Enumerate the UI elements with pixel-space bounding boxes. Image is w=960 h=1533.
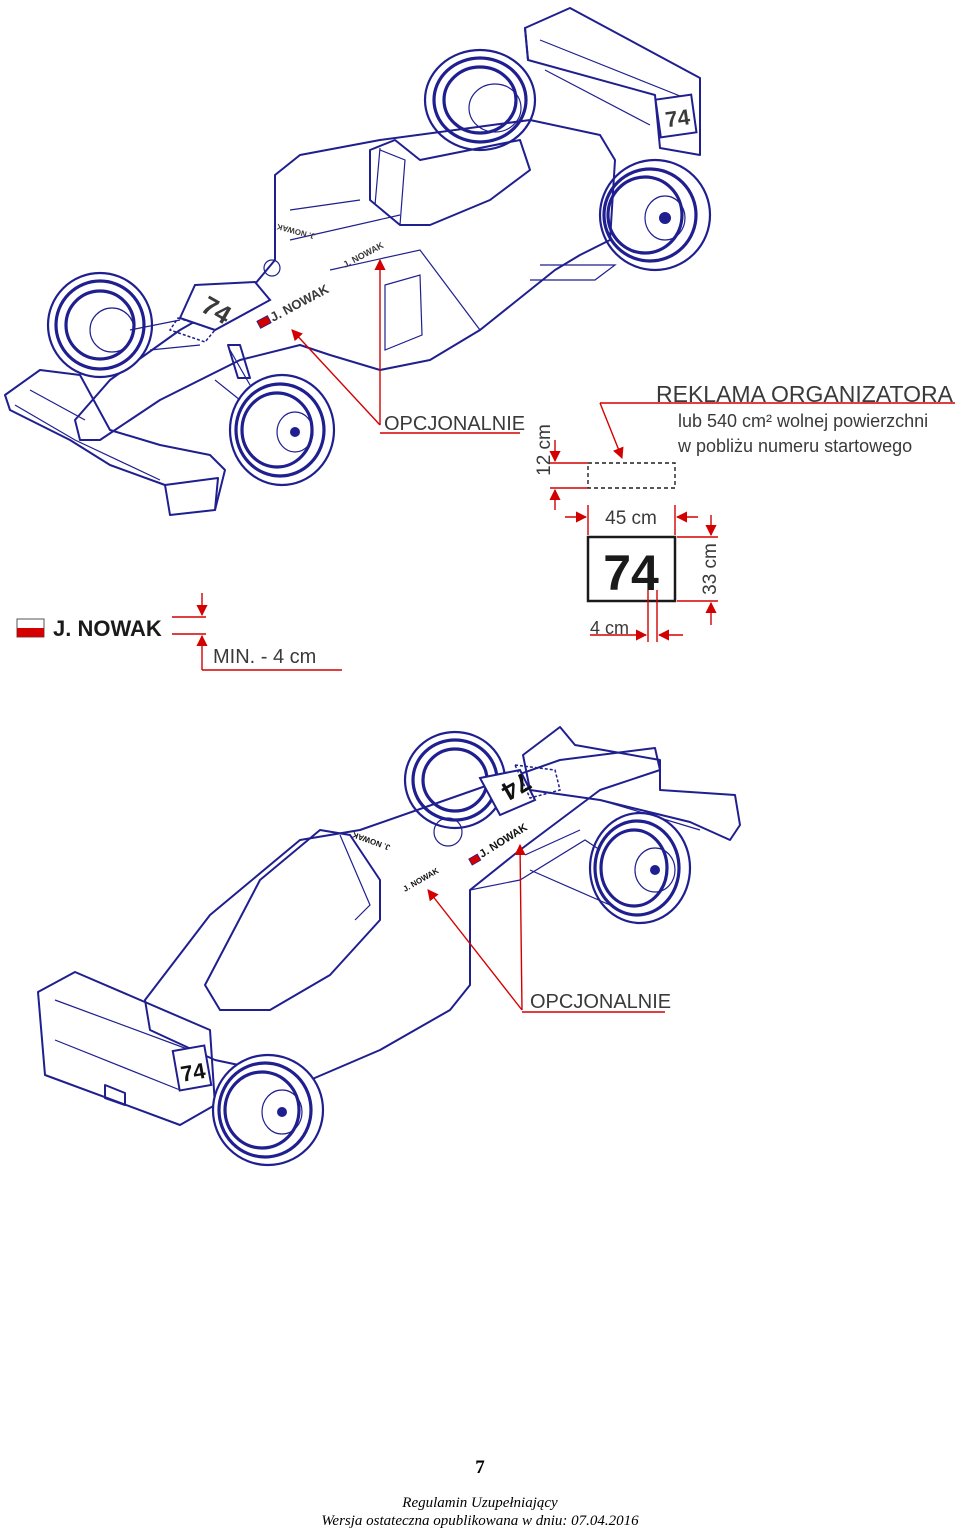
front-wing-top <box>4 369 226 516</box>
footer-version: Wersja ostateczna opublikowana w dniu: 0… <box>321 1513 639 1529</box>
number-box-value: 74 <box>603 545 659 601</box>
number-box <box>586 535 677 603</box>
rear-wing-top: 74 <box>524 7 701 156</box>
car-top-view: 74 74 <box>4 7 712 516</box>
car-body-top: 74 J. NOWAK J. NOWAK J. NOWAK <box>74 119 617 441</box>
name-sample: J. NOWAK MIN. - 4 cm <box>16 593 342 671</box>
cockpit-name-bottom: J. NOWAK <box>402 866 441 894</box>
name-min-height: MIN. - 4 cm <box>213 646 316 668</box>
side-name-bottom: J. NOWAK <box>477 822 530 861</box>
page-number: 7 <box>475 1457 485 1478</box>
rear-wing-number-bottom: 74 <box>179 1058 208 1087</box>
rear-tire-bottom <box>211 1053 325 1167</box>
cockpit-name-top: J. NOWAK <box>341 240 385 270</box>
organizer-ad-title: REKLAMA ORGANIZATORA <box>656 381 954 407</box>
poland-flag-red <box>17 628 44 637</box>
optional-label-top: OPCJONALNIE <box>384 413 525 435</box>
front-tire-bottom <box>588 811 692 925</box>
dim-33cm: 33 cm <box>700 543 721 595</box>
rear-wing-bottom: 74 <box>37 971 216 1126</box>
dim-12cm: 12 cm <box>534 424 555 476</box>
organizer-ad-block: REKLAMA ORGANIZATORA lub 540 cm² wolnej … <box>656 381 954 456</box>
cockpit-name-bottom-2: J. NOWAK <box>351 830 391 852</box>
annotations-bottom <box>427 843 665 1013</box>
front-left-tire-top <box>46 271 154 379</box>
dim-45cm: 45 cm <box>605 508 657 529</box>
organizer-ad-line1: lub 540 cm² wolnej powierzchni <box>678 411 928 431</box>
optional-label-bottom: OPCJONALNIE <box>530 991 671 1013</box>
footer-title: Regulamin Uzupełniający <box>402 1495 558 1511</box>
ad-placeholder <box>587 462 676 489</box>
car-bottom-view: 74 J. NOWAK J. NOWAK J. NOWAK 74 <box>37 726 741 1167</box>
organizer-ad-line2: w pobliżu numeru startowego <box>677 436 912 456</box>
rear-left-tire-top <box>423 48 537 152</box>
number-dimension-diagram: 12 cm 74 45 cm 33 cm 4 cm <box>534 424 721 642</box>
rear-right-tire-top <box>598 158 712 272</box>
dim-4cm: 4 cm <box>590 618 629 638</box>
annotations-top <box>291 258 955 460</box>
name-sample-text: J. NOWAK <box>53 616 162 641</box>
rear-wing-number: 74 <box>664 104 692 132</box>
front-right-tire-top <box>228 373 336 487</box>
side-name-top: J. NOWAK <box>267 281 331 325</box>
cockpit-name-top-2: J. NOWAK <box>276 222 317 241</box>
